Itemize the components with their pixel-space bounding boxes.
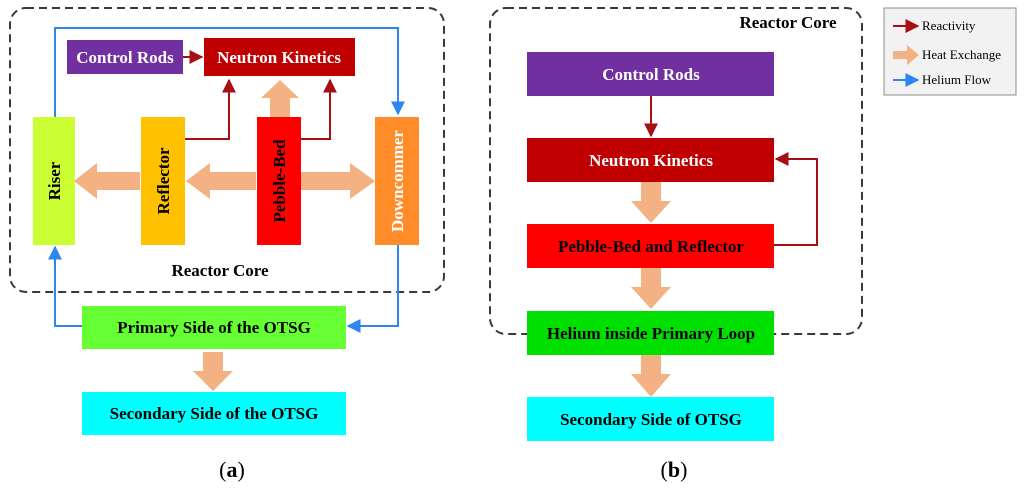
- reflector-box: [141, 117, 185, 245]
- pebble-reflector-box-b: [527, 224, 774, 268]
- neutron-kinetics-label-b: Neutron Kinetics: [589, 151, 713, 170]
- helium-flow-primary-to-riser: [48, 245, 82, 327]
- heat-arrow-primary-to-secondary: [193, 352, 233, 391]
- secondary-side-box-b: [527, 397, 774, 441]
- secondary-side-label-b: Secondary Side of OTSG: [560, 410, 742, 429]
- pebble-reflector-label-b: Pebble-Bed and Reflector: [558, 237, 744, 256]
- primary-side-box-a: [82, 306, 346, 349]
- pebble-bed-box: [257, 117, 301, 245]
- downcommer-box: [375, 117, 419, 245]
- caption-a: (a): [219, 457, 245, 482]
- reflector-label: Reflector: [154, 147, 173, 214]
- control-rods-box-b: [527, 52, 774, 96]
- legend-helium-flow-label: Helium Flow: [922, 72, 992, 87]
- heat-arrow-pebble-to-reflector: [186, 163, 256, 199]
- legend-heat-exchange-icon: [893, 45, 919, 65]
- riser-box: [33, 117, 75, 245]
- pebble-bed-label: Pebble-Bed: [270, 139, 289, 223]
- reactivity-arrow-pebble-to-nk: [301, 78, 337, 140]
- heat-arrow-pebble-to-downcommer: [301, 163, 375, 199]
- reactor-core-label-a: Reactor Core: [171, 261, 269, 280]
- reactor-core-boundary-b: [489, 7, 863, 335]
- helium-flow-downcommer-to-primary: [346, 245, 399, 333]
- helium-primary-label-b: Helium inside Primary Loop: [547, 324, 755, 343]
- control-rods-box-a: [67, 40, 183, 74]
- control-rods-label-a: Control Rods: [76, 48, 174, 67]
- neutron-kinetics-box-b: [527, 138, 774, 182]
- control-rods-label-b: Control Rods: [602, 65, 700, 84]
- legend-heat-exchange-label: Heat Exchange: [922, 47, 1001, 62]
- reactor-core-label-b: Reactor Core: [739, 13, 837, 32]
- secondary-side-box-a: [82, 392, 346, 435]
- heat-arrow-pebble-to-helium-b: [631, 268, 671, 309]
- helium-flow-riser-to-downcommer: [54, 27, 405, 118]
- heat-arrow-nk-to-pebble-b: [631, 182, 671, 223]
- neutron-kinetics-box-a: [204, 38, 355, 76]
- helium-primary-box-b: [527, 311, 774, 355]
- heat-arrow-pebble-to-nk: [261, 80, 299, 117]
- reactor-core-boundary-a: [9, 7, 445, 293]
- secondary-side-label-a: Secondary Side of the OTSG: [110, 404, 319, 423]
- caption-b: (b): [661, 457, 688, 482]
- heat-arrow-helium-to-secondary-b: [631, 355, 671, 397]
- heat-arrow-reflector-to-riser: [74, 163, 140, 199]
- reactivity-arrow-reflector-to-nk: [185, 78, 236, 140]
- downcommer-label: Downcommer: [388, 130, 407, 232]
- neutron-kinetics-label-a: Neutron Kinetics: [217, 48, 341, 67]
- reactivity-arrow-pebble-to-nk-b: [774, 152, 818, 246]
- legend-reactivity-label: Reactivity: [922, 18, 976, 33]
- riser-label: Riser: [45, 161, 64, 200]
- primary-side-label-a: Primary Side of the OTSG: [117, 318, 311, 337]
